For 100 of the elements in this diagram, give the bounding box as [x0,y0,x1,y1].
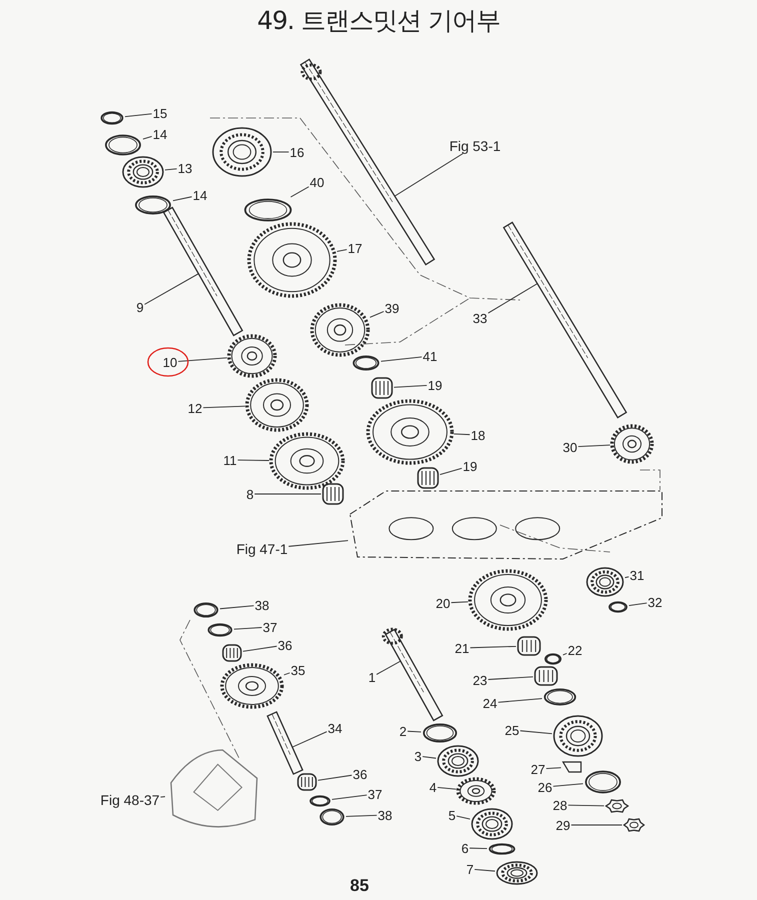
leader-line [394,385,428,388]
gear-drawing [310,303,370,357]
leader-line [318,774,352,781]
leader-line [124,113,152,118]
snap-ring-drawing [133,194,173,216]
snap-ring-drawing [103,133,143,157]
needle-bearing-drawing [533,665,559,687]
callout-number: 1 [367,670,377,684]
bearing-drawing [495,860,539,886]
callout-number: 2 [398,724,408,738]
snap-ring-drawing [192,601,220,619]
callout-number: 12 [186,400,204,416]
leader-line [144,273,199,305]
gear-drawing [220,663,284,709]
gear-drawing [227,334,277,378]
snap-ring-drawing [99,110,125,126]
snap-ring-drawing [542,687,578,707]
callout-number: 31 [628,568,646,582]
callout-number: 37 [366,786,384,802]
figure-reference: Fig 53-1 [448,138,502,154]
needle-bearing-drawing [321,482,345,506]
leader-line [456,816,470,820]
needle-bearing-drawing [221,643,243,663]
leader-line [488,676,534,680]
housing-outline [348,489,664,561]
bearing-drawing [552,714,604,758]
snap-ring-drawing [543,652,563,666]
leader-line [450,601,468,604]
callout-number: 30 [562,440,578,454]
callout-number: 25 [504,722,520,738]
leader-line [440,468,462,476]
callout-number: 33 [472,310,488,326]
bearing-drawing [436,744,480,778]
callout-number: 20 [434,596,452,610]
callout-number: 26 [536,780,554,794]
snap-ring-drawing [351,354,381,372]
leader-line [242,646,278,652]
callout-number: 35 [290,662,306,678]
callout-number: 38 [376,808,394,822]
page-title: 49. 트랜스밋션 기어부 [256,5,501,37]
callout-number: 9 [135,300,145,314]
page-number: 85 [350,876,369,896]
leader-line [142,136,152,140]
leader-line [578,444,610,448]
needle-bearing-drawing [296,772,318,792]
leader-line [332,794,368,800]
leader-line [237,460,270,461]
leader-line [562,652,568,656]
callout-number: 16 [288,144,306,160]
callout-number: 3 [413,748,423,764]
callout-number: 6 [460,840,470,856]
callout-number: 27 [530,762,546,776]
callout-number: 36 [352,766,368,782]
callout-number: 8 [245,486,255,502]
callout-number: 14 [152,126,168,142]
leader-line [380,356,422,362]
gear-drawing [269,432,345,490]
leader-line [346,814,378,817]
leader-line [164,168,178,170]
callout-number: 11 [222,452,238,468]
leader-line [288,540,348,547]
snap-ring-drawing [487,842,517,856]
figure-reference: Fig 48-37 [99,792,161,808]
leader-line [202,406,246,408]
snap-ring-drawing [206,622,234,638]
figure-reference: Fig 47-1 [235,542,289,556]
snap-ring-drawing [583,769,623,795]
leader-line [376,660,401,675]
leader-line [160,796,166,798]
callout-number: 21 [454,640,470,656]
leader-line [290,186,310,198]
callout-number: 17 [346,240,364,256]
callout-number: 4 [428,780,438,794]
callout-number: 13 [176,160,194,176]
callout-number: 38 [254,598,270,612]
leader-line [568,804,604,806]
gear-drawing [245,378,309,432]
bearing-drawing [211,126,273,178]
callout-number: 32 [646,594,664,610]
leader-line [469,848,488,850]
leader-line [292,731,328,748]
leader-line [234,627,262,630]
shim-drawing [561,760,583,774]
nut-drawing [622,816,646,834]
callout-number: 19 [462,458,478,474]
snap-ring-drawing [242,197,294,223]
leader-line [370,311,384,318]
leader-line [422,756,436,759]
callout-number: 23 [472,672,488,688]
gear-drawing [456,777,496,805]
bearing-drawing [121,155,165,189]
callout-number: 41 [422,348,438,364]
leader-line [498,698,542,703]
leader-line [178,357,228,362]
callout-number: 24 [482,696,498,710]
snap-ring-drawing [607,600,629,614]
callout-number: 15 [152,106,168,120]
callout-number: 19 [426,378,444,392]
callout-number: 22 [566,642,584,658]
callout-number: 18 [470,428,486,442]
